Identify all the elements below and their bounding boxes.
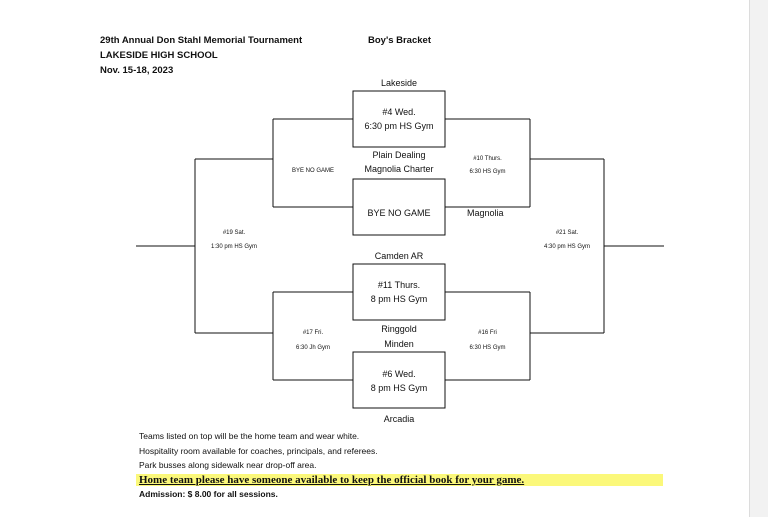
game-4-time: 6:30 pm HS Gym [364,121,434,131]
note-hospitality: Hospitality room available for coaches, … [139,446,378,456]
tournament-dates: Nov. 15-18, 2023 [100,65,174,76]
note-admission: Admission: $ 8.00 for all sessions. [139,489,278,499]
bye-center: BYE NO GAME [367,208,431,218]
page-edge [749,0,768,517]
game-10-info: #10 Thurs. 6:30 HS Gym [445,153,530,179]
game-16-time: 6:30 HS Gym [469,345,506,351]
game-19-number: #19 Sat. [222,230,246,236]
game-10-number: #10 Thurs. [473,156,502,162]
bye-left: BYE NO GAME [291,168,334,174]
game-4-info: #4 Wed. 6:30 pm HS Gym [353,105,445,133]
game-21-time: 4:30 pm HS Gym [543,244,590,250]
tournament-title: 29th Annual Don Stahl Memorial Tournamen… [100,35,303,46]
game-10-time: 6:30 HS Gym [469,169,506,175]
bracket-box-bye [352,178,446,236]
bracket-title: Boy's Bracket [368,35,431,46]
team-minden: Minden [384,339,414,349]
team-arcadia: Arcadia [383,414,415,424]
game-6-time: 8 pm HS Gym [370,383,428,393]
game-16-info: #16 Fri 6:30 HS Gym [445,326,530,356]
game-4-number: #4 Wed. [382,107,416,117]
game-17-time: 6:30 Jh Gym [295,345,330,351]
game-21-number: #21 Sat. [555,230,579,236]
team-ringgold: Ringgold [381,324,417,334]
school-name: LAKESIDE HIGH SCHOOL [100,50,218,61]
game-21-info: #21 Sat. 4:30 pm HS Gym [530,226,604,254]
game-19-time: 1:30 pm HS Gym [210,244,257,250]
game-19-info: #19 Sat. 1:30 pm HS Gym [195,226,273,254]
note-parking: Park busses along sidewalk near drop-off… [139,460,317,470]
game-6-info: #6 Wed. 8 pm HS Gym [353,367,445,395]
game-11-time: 8 pm HS Gym [370,294,428,304]
game-17-info: #17 Fri. 6:30 Jh Gym [273,326,353,356]
game-11-info: #11 Thurs. 8 pm HS Gym [353,278,445,306]
game-11-number: #11 Thurs. [377,280,421,290]
team-plain-dealing: Plain Dealing [372,150,426,160]
team-magnolia-charter: Magnolia Charter [364,164,434,174]
highlight-bar [136,474,663,486]
team-magnolia: Magnolia [467,208,504,218]
team-camden: Camden AR [374,251,424,261]
note-home-team: Teams listed on top will be the home tea… [139,431,360,441]
game-17-number: #17 Fri. [302,330,324,336]
game-16-number: #16 Fri [478,330,497,336]
game-6-number: #6 Wed. [382,369,416,379]
note-official-book: Home team please have someone available … [139,474,525,486]
team-lakeside: Lakeside [380,78,418,88]
